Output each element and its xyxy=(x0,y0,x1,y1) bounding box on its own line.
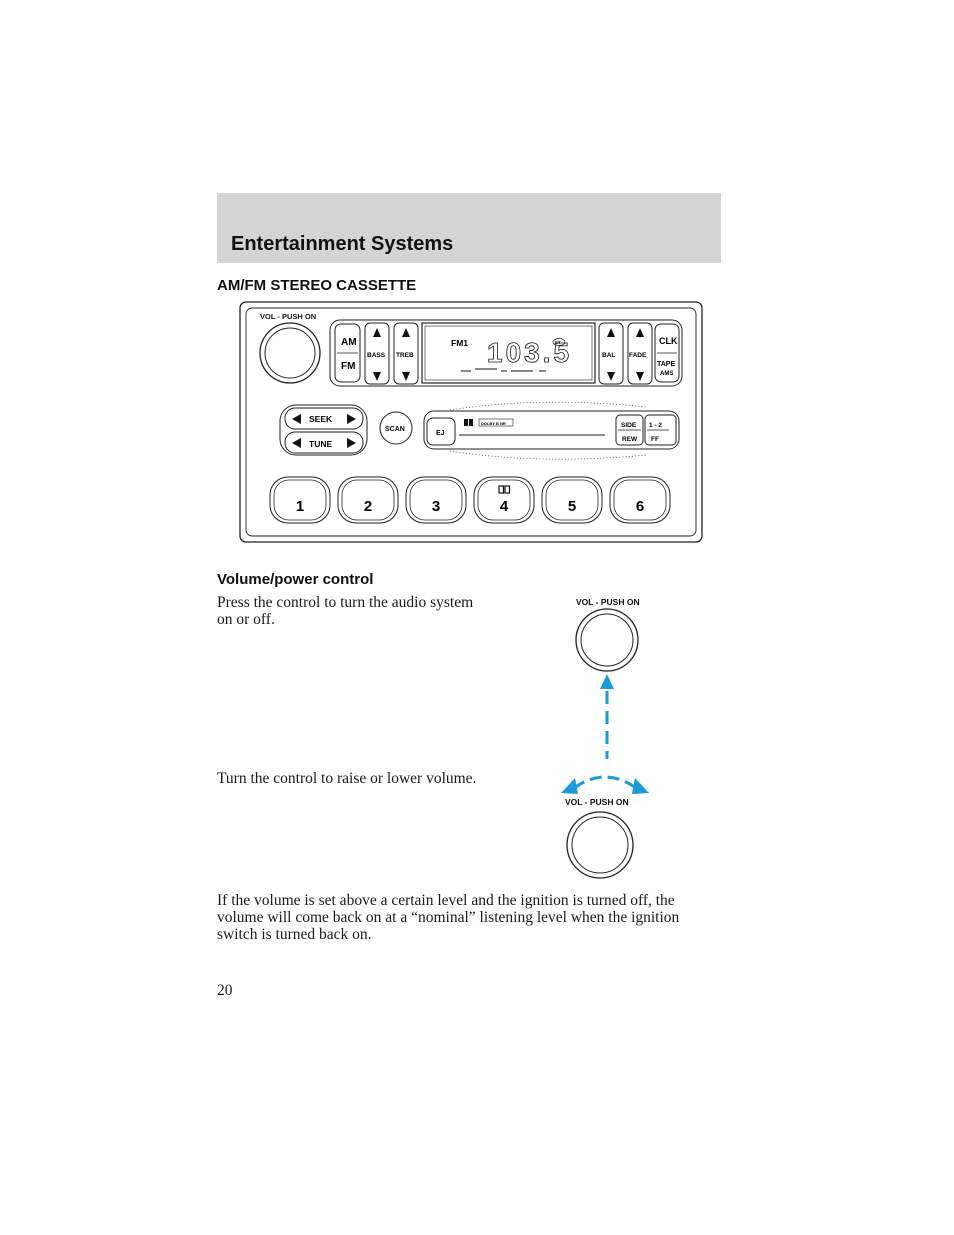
bass-button[interactable]: BASS xyxy=(364,322,390,385)
radio-faceplate-illustration: VOL - PUSH ON AM FM BASS TREB FM1 103.5 … xyxy=(239,301,703,543)
ff-label: FF xyxy=(651,436,659,443)
bass-label: BASS xyxy=(367,352,386,359)
preset-button-1[interactable]: 1 xyxy=(269,476,331,524)
clk-label: CLK xyxy=(659,336,678,346)
preset-buttons: 1 2 3 4 5 6 xyxy=(269,476,671,524)
eject-button[interactable]: EJ xyxy=(426,417,456,446)
treb-button[interactable]: TREB xyxy=(393,322,419,385)
one-two-ff-button[interactable]: 1 - 2 FF xyxy=(644,414,677,446)
preset-label: 2 xyxy=(364,498,372,515)
seek-tune-rocker[interactable]: SEEK TUNE xyxy=(279,404,368,456)
clk-tape-button[interactable]: CLK TAPE AMS xyxy=(654,323,680,383)
tape-label: TAPE xyxy=(657,361,675,368)
display-panel: FM1 103.5 ST xyxy=(421,322,596,384)
turn-left-arrow-icon xyxy=(561,778,578,794)
preset-label: 3 xyxy=(432,498,440,515)
preset-button-3[interactable]: 3 xyxy=(405,476,467,524)
knob-label-push: VOL - PUSH ON xyxy=(576,597,640,607)
display-stereo-indicator: ST xyxy=(555,340,561,345)
cassette-slot: DOLBY B NR xyxy=(459,418,605,436)
vol-push-on-label: VOL - PUSH ON xyxy=(260,312,316,321)
ams-label: AMS xyxy=(660,371,673,377)
tune-label: TUNE xyxy=(309,439,332,449)
scan-label: SCAN xyxy=(385,426,405,433)
page-number: 20 xyxy=(217,982,233,999)
preset-button-6[interactable]: 6 xyxy=(609,476,671,524)
fade-button[interactable]: FADE xyxy=(627,322,653,385)
bal-label: BAL xyxy=(602,352,615,359)
fade-label: FADE xyxy=(629,352,647,359)
turn-right-arrow-icon xyxy=(632,778,649,794)
page-header-title: Entertainment Systems xyxy=(231,233,454,255)
volume-knob[interactable] xyxy=(259,322,321,384)
am-fm-button[interactable]: AM FM xyxy=(334,323,361,383)
section-title: AM/FM STEREO CASSETTE xyxy=(217,277,417,294)
preset-label: 4 xyxy=(500,498,509,515)
treb-label: TREB xyxy=(396,352,414,359)
side-label: SIDE xyxy=(621,422,637,429)
dolby-icon xyxy=(498,485,505,494)
press-instruction: Press the control to turn the audio syst… xyxy=(217,594,474,628)
volume-section-title: Volume/power control xyxy=(217,571,374,588)
header-band: Entertainment Systems xyxy=(217,193,721,263)
preset-button-4[interactable]: 4 xyxy=(473,476,535,524)
knob-label-turn: VOL - PUSH ON xyxy=(565,797,629,807)
fm-label: FM xyxy=(341,361,355,372)
preset-button-2[interactable]: 2 xyxy=(337,476,399,524)
scan-button[interactable]: SCAN xyxy=(379,411,413,445)
display-frequency: 103.5 xyxy=(487,337,572,368)
preset-label: 1 xyxy=(296,498,304,515)
volume-knob-push-figure: VOL - PUSH ON xyxy=(575,597,640,759)
one-two-label: 1 - 2 xyxy=(649,422,662,429)
side-rew-button[interactable]: SIDE REW xyxy=(615,414,644,446)
rew-label: REW xyxy=(622,436,638,443)
preset-button-5[interactable]: 5 xyxy=(541,476,603,524)
seek-label: SEEK xyxy=(309,414,333,424)
ej-label: EJ xyxy=(436,430,445,437)
volume-knob-turn-figure: VOL - PUSH ON xyxy=(561,775,649,879)
am-label: AM xyxy=(341,337,357,348)
bal-button[interactable]: BAL xyxy=(598,322,624,385)
push-arrow-icon xyxy=(600,674,614,689)
preset-label: 5 xyxy=(568,498,576,515)
dolby-label: DOLBY B NR xyxy=(481,421,506,426)
turn-instruction: Turn the control to raise or lower volum… xyxy=(217,770,477,787)
preset-label: 6 xyxy=(636,498,644,515)
volume-note: If the volume is set above a certain lev… xyxy=(217,892,680,943)
display-band: FM1 xyxy=(451,338,468,348)
